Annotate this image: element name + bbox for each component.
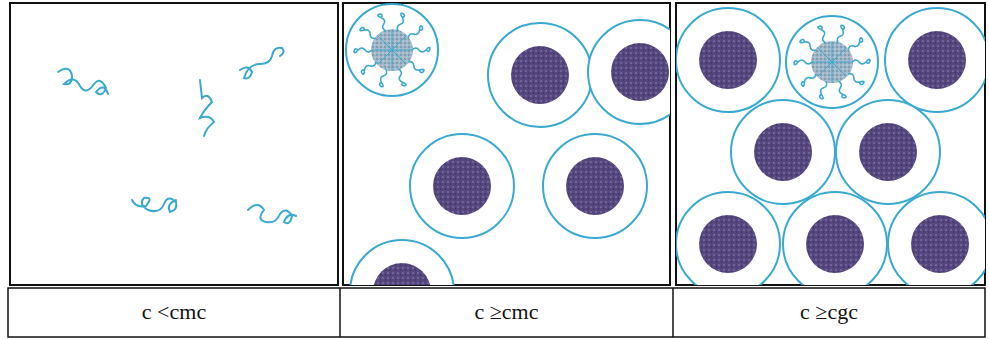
concentration-label: c ≥cmc	[340, 299, 673, 325]
concentration-label: c <cmc	[8, 299, 340, 325]
concentration-label: c ≥cgc	[673, 299, 985, 325]
